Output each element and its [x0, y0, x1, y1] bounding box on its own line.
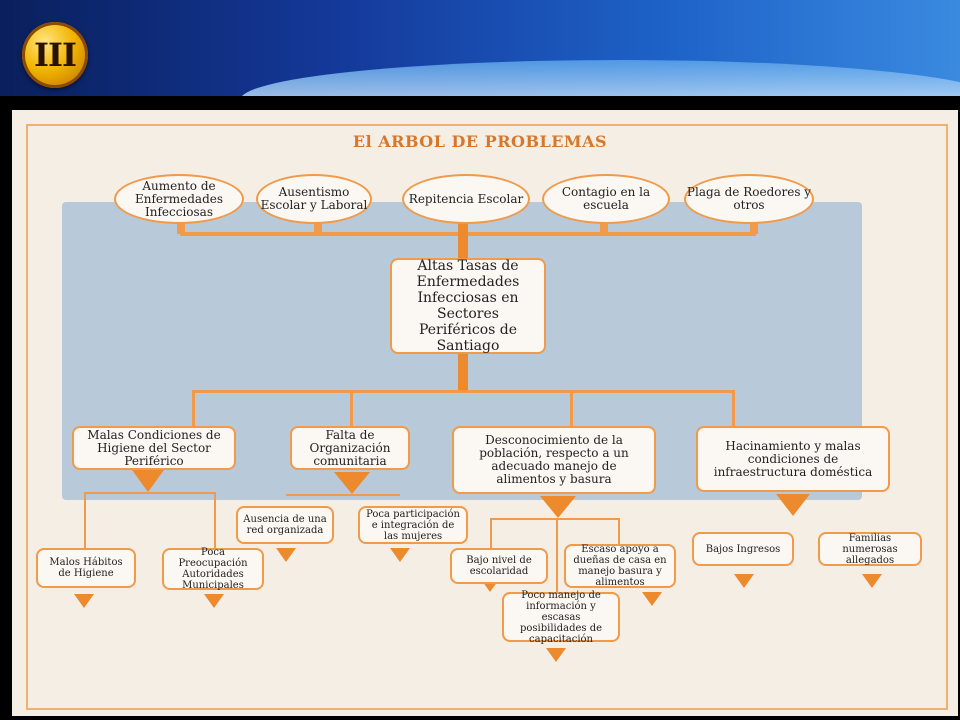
document-border — [26, 124, 948, 710]
effect-oval: Contagio en la escuela — [542, 174, 670, 224]
cause-text: Hacinamiento y malas condiciones de infr… — [713, 438, 873, 479]
subcause-box: Malos Hábitos de Higiene — [36, 548, 136, 588]
arrow-icon — [862, 574, 882, 588]
sub-drop — [490, 518, 492, 548]
cause-drop — [350, 390, 353, 426]
subcause-box: Bajos Ingresos — [692, 532, 794, 566]
subcause-text: Poca Preocupación Autoridades Municipale… — [178, 547, 248, 591]
effect-oval: Repitencia Escolar — [402, 174, 530, 224]
sub-drop — [618, 518, 620, 544]
effect-text: Aumento de Enfermedades Infecciosas — [134, 178, 224, 219]
subcause-box: Familias numerosas allegados — [818, 532, 922, 566]
arrow-icon — [334, 472, 370, 494]
cause-text: Malas Condiciones de Higiene del Sector … — [87, 427, 221, 468]
arrow-icon — [734, 574, 754, 588]
arrow-icon — [546, 648, 566, 662]
arrow-icon — [204, 594, 224, 608]
cause-drop — [570, 390, 573, 426]
central-problem-box: Altas Tasas de Enfermedades Infecciosas … — [390, 258, 546, 354]
effect-oval: Aumento de Enfermedades Infecciosas — [114, 174, 244, 224]
connector-stub — [314, 218, 322, 234]
arrow-icon — [390, 548, 410, 562]
central-trunk-top — [458, 218, 468, 258]
connector-stub — [177, 218, 185, 234]
sub-connector — [84, 492, 216, 494]
subcause-text: Familias numerosas allegados — [842, 532, 898, 566]
effect-oval: Plaga de Roedores y otros — [684, 174, 814, 224]
arrow-icon — [776, 494, 810, 516]
subcause-text: Bajos Ingresos — [705, 543, 781, 555]
subcause-text: Poca participación e integración de las … — [366, 508, 460, 542]
connector-stub — [600, 218, 608, 234]
effect-text: Contagio en la escuela — [561, 185, 651, 212]
sub-drop — [84, 492, 86, 548]
subcause-text: Malos Hábitos de Higiene — [49, 557, 123, 579]
cause-text: Falta de Organización comunitaria — [309, 427, 391, 468]
badge-text: III — [34, 36, 77, 74]
subcause-box: Bajo nivel de escolaridad — [450, 548, 548, 584]
effect-text: Ausentismo Escolar y Laboral — [260, 185, 368, 212]
cause-box: Falta de Organización comunitaria — [290, 426, 410, 470]
arrow-icon — [74, 594, 94, 608]
arrow-icon — [642, 592, 662, 606]
sub-drop — [556, 518, 558, 594]
subcause-box: Escaso apoyo a dueñas de casa en manejo … — [564, 544, 676, 588]
effect-text: Plaga de Roedores y otros — [686, 185, 812, 212]
cause-box: Malas Condiciones de Higiene del Sector … — [72, 426, 236, 470]
subcause-box: Poca Preocupación Autoridades Municipale… — [162, 547, 264, 591]
central-trunk-bottom — [458, 352, 468, 392]
arrow-icon — [540, 496, 576, 518]
diagram-title: El ARBOL DE PROBLEMAS — [352, 132, 608, 151]
sub-drop — [214, 492, 216, 548]
cause-box: Hacinamiento y malas condiciones de infr… — [696, 426, 890, 492]
sub-connector — [490, 518, 620, 520]
central-problem-text: Altas Tasas de Enfermedades Infecciosas … — [416, 258, 520, 354]
section-badge: III — [22, 22, 88, 88]
effects-connector — [180, 232, 756, 236]
subcause-text: Ausencia de una red organizada — [243, 514, 327, 536]
cause-box: Desconocimiento de la población, respect… — [452, 426, 656, 494]
arrow-icon — [132, 470, 164, 492]
arrow-icon — [276, 548, 296, 562]
subcause-text: Bajo nivel de escolaridad — [466, 555, 532, 577]
effect-text: Repitencia Escolar — [408, 191, 524, 206]
cause-drop — [732, 390, 735, 426]
causes-connector — [192, 390, 732, 393]
subcause-text: Poco manejo de información y escasas pos… — [519, 589, 603, 645]
cause-text: Desconocimiento de la población, respect… — [479, 433, 629, 486]
connector-stub — [750, 218, 758, 234]
subcause-text: Escaso apoyo a dueñas de casa en manejo … — [573, 544, 667, 588]
subcause-box: Ausencia de una red organizada — [236, 506, 334, 544]
subcause-box: Poca participación e integración de las … — [358, 506, 468, 544]
cause-drop — [192, 390, 195, 426]
subcause-box: Poco manejo de información y escasas pos… — [502, 589, 620, 645]
sub-connector — [286, 494, 400, 496]
effect-oval: Ausentismo Escolar y Laboral — [256, 174, 372, 224]
